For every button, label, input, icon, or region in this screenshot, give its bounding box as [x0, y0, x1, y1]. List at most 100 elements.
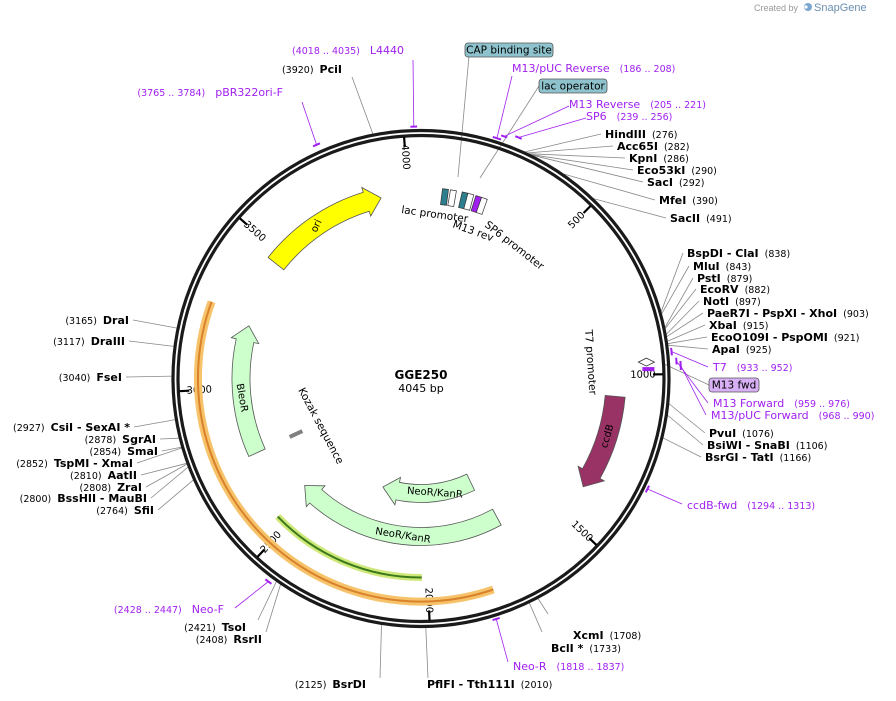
enzyme-site[interactable]: (3920)PciI: [282, 63, 342, 76]
primer-site[interactable]: ccdB-fwd(1294 .. 1313): [687, 499, 815, 512]
enzyme-leader: [667, 336, 708, 345]
primer-mark[interactable]: [492, 616, 501, 622]
promoter-segment[interactable]: [475, 196, 488, 215]
primer-site[interactable]: M13/pUC Reverse(186 .. 208): [512, 62, 675, 75]
enzyme-name: MluI: [693, 260, 720, 273]
enzyme-leader: [128, 340, 175, 347]
enzyme-site[interactable]: NotI(897): [703, 295, 761, 308]
enzyme-leader: [526, 145, 614, 154]
enzyme-position: (3040): [59, 373, 91, 384]
enzyme-site[interactable]: (2854)SmaI: [90, 445, 159, 458]
primer-site[interactable]: M13 Reverse(205 .. 221): [569, 98, 706, 111]
enzyme-site[interactable]: (2125)BsrDI: [295, 678, 366, 691]
primer-mark[interactable]: [670, 347, 673, 356]
enzyme-label: (2854)SmaI: [90, 445, 159, 458]
primer-mark[interactable]: [679, 360, 682, 370]
enzyme-name: SacII: [670, 212, 700, 225]
enzyme-position: (1708): [610, 631, 642, 642]
t7-primer-feature[interactable]: [642, 367, 655, 372]
enzyme-site[interactable]: (2408)RsrII: [196, 633, 262, 646]
plasmid-name: GGE250: [395, 368, 448, 382]
enzyme-position: (390): [692, 196, 718, 207]
feature-arrow[interactable]: [267, 186, 382, 271]
enzyme-site[interactable]: (2852)TspMI - XmaI: [16, 457, 133, 470]
promoter-segment[interactable]: [447, 189, 457, 207]
enzyme-site[interactable]: Acc65I(282): [617, 140, 690, 153]
enzyme-site[interactable]: SacI(292): [647, 176, 705, 189]
primer-site[interactable]: (3765 .. 3784)pBR322ori-F: [137, 86, 283, 99]
primer-site[interactable]: (4018 .. 4035)L4440: [292, 44, 404, 57]
enzyme-label: BsiWI - SnaBI(1106): [707, 439, 827, 452]
feature-arrow[interactable]: [577, 394, 626, 488]
enzyme-leader: [125, 375, 173, 378]
enzyme-site[interactable]: (2810)AatII: [70, 469, 137, 482]
enzyme-site[interactable]: (2878)SgrAI: [85, 433, 156, 446]
primer-mark[interactable]: [312, 142, 321, 148]
enzyme-site[interactable]: EcoO109I - PspOMI(921): [711, 331, 859, 344]
enzyme-site[interactable]: PaeR7I - PspXI - XhoI(903): [707, 307, 869, 320]
enzyme-site[interactable]: (3117)DraIII: [53, 335, 125, 348]
primer-site[interactable]: M13 Forward(959 .. 976): [713, 397, 850, 410]
boxed-feature-label[interactable]: M13 fwd: [708, 377, 760, 393]
enzyme-site[interactable]: BsrGI - TatI(1166): [705, 451, 811, 464]
primer-site[interactable]: Neo-R(1818 .. 1837): [513, 660, 624, 673]
enzyme-position: (2808): [79, 483, 111, 494]
enzyme-site[interactable]: SacII(491): [670, 212, 732, 225]
enzyme-site[interactable]: BspDI - ClaI(838): [687, 247, 790, 260]
enzyme-site[interactable]: EcoRV(882): [700, 283, 770, 296]
enzyme-label: HindIII(276): [605, 128, 678, 141]
enzyme-position: (2010): [521, 680, 553, 691]
feature-neor-kanr-2[interactable]: NeoR/KanR: [382, 473, 476, 506]
enzyme-site[interactable]: (2800)BssHII - MauBI: [20, 492, 147, 505]
feature-ori[interactable]: ori: [267, 186, 382, 271]
enzyme-position: (2125): [295, 680, 327, 691]
enzyme-site[interactable]: MfeI(390): [659, 194, 718, 207]
enzyme-site[interactable]: XbaI(915): [709, 319, 768, 332]
enzyme-site[interactable]: Eco53kI(290): [637, 164, 717, 177]
enzyme-site[interactable]: (3040)FseI: [59, 371, 122, 384]
promoter-segment[interactable]: [440, 188, 449, 206]
enzyme-site[interactable]: (2808)ZraI: [79, 481, 142, 494]
feature-neor-kanr[interactable]: NeoR/KanR: [304, 485, 502, 546]
primer-site[interactable]: SP6(239 .. 256): [586, 110, 672, 123]
enzyme-label: Acc65I(282): [617, 140, 690, 153]
enzyme-label: (2764)SfiI: [96, 504, 154, 517]
primer-mark[interactable]: [500, 134, 508, 139]
enzyme-site[interactable]: BsiWI - SnaBI(1106): [707, 439, 827, 452]
primer-site[interactable]: T7(933 .. 952): [712, 361, 792, 374]
feature-arrow[interactable]: [382, 473, 476, 506]
enzyme-site[interactable]: (2764)SfiI: [96, 504, 154, 517]
enzyme-site[interactable]: HindIII(276): [605, 128, 678, 141]
feature-ccdb[interactable]: ccdB: [577, 394, 626, 488]
primer-mark[interactable]: [264, 578, 272, 585]
enzyme-site[interactable]: KpnI(286): [629, 152, 689, 165]
enzyme-site[interactable]: PstI(879): [697, 272, 752, 285]
enzyme-site[interactable]: (3165)DraI: [65, 314, 129, 327]
enzyme-site[interactable]: ApaI(925): [712, 343, 771, 356]
enzyme-site[interactable]: (2421)TsoI: [184, 621, 246, 634]
boxed-feature-label[interactable]: CAP binding site: [464, 42, 554, 58]
primer-mark[interactable]: [514, 135, 523, 140]
enzyme-name: BclI *: [551, 642, 584, 655]
enzyme-site[interactable]: BclI *(1733): [551, 642, 621, 655]
primer-mark[interactable]: [644, 485, 651, 493]
boxed-feature-label[interactable]: lac operator: [538, 78, 608, 94]
primer-mark[interactable]: [492, 135, 502, 141]
enzyme-site[interactable]: MluI(843): [693, 260, 751, 273]
feature-bleor[interactable]: BleoR: [230, 325, 266, 458]
promoter-segment[interactable]: [463, 192, 475, 211]
primer-site[interactable]: M13/pUC Forward(968 .. 990): [711, 409, 874, 422]
t7-promoter-feature[interactable]: [637, 357, 656, 367]
feature-arrow[interactable]: [230, 325, 266, 458]
enzyme-label: XcmI(1708): [573, 629, 641, 642]
enzyme-site[interactable]: (2927)CsiI - SexAI *: [13, 421, 130, 434]
snapgene-credit: Created by SnapGene: [754, 2, 867, 14]
enzyme-label: (2810)AatII: [70, 469, 137, 482]
enzyme-site[interactable]: PflFI - Tth111I(2010): [427, 678, 552, 691]
enzyme-site[interactable]: PvuI(1076): [709, 427, 774, 440]
feature-arrow[interactable]: [304, 485, 502, 546]
enzyme-site[interactable]: XcmI(1708): [573, 629, 641, 642]
primer-label: Neo-R(1818 .. 1837): [513, 660, 624, 673]
kozak-feature[interactable]: [288, 429, 304, 439]
primer-site[interactable]: (2428 .. 2447)Neo-F: [114, 603, 224, 616]
